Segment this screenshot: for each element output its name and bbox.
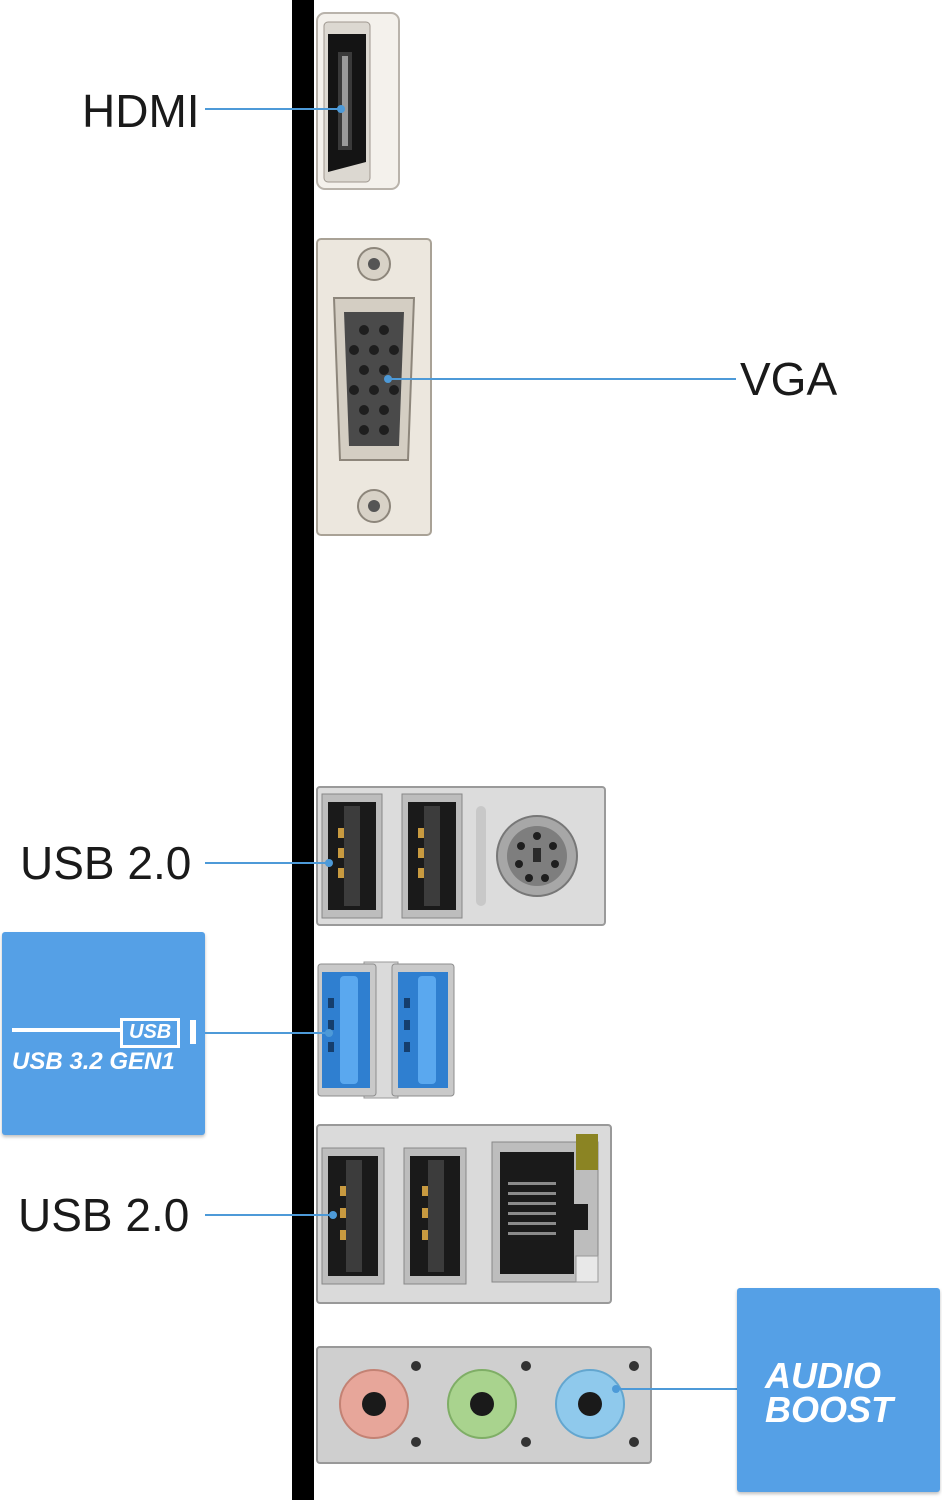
usb32-badge-text: USB 3.2 GEN1 (12, 1048, 175, 1075)
usb32-badge-tag: USB (120, 1018, 181, 1048)
audio-jack-block (316, 1346, 652, 1464)
usb32-leader-dot (325, 1029, 333, 1037)
hdmi-label: HDMI (82, 85, 200, 137)
vga-leader-line (388, 378, 736, 380)
hdmi-port (316, 12, 400, 190)
usb2-ps2-port-block (316, 786, 606, 926)
audio-boost-line2: BOOST (765, 1389, 894, 1430)
audio-leader-line (616, 1388, 738, 1390)
audio-boost-line1: AUDIO (765, 1355, 881, 1396)
usb32-leader-line (205, 1032, 329, 1034)
usb2-top-label: USB 2.0 (20, 837, 192, 889)
usb2-top-leader-dot (325, 859, 333, 867)
usb2-lan-port-block (316, 1124, 612, 1304)
usb32-badge-stripe (12, 1028, 122, 1032)
hdmi-leader-line (205, 108, 341, 110)
vga-label: VGA (740, 353, 838, 405)
vga-port (316, 238, 432, 536)
usb32-badge: USB USB 3.2 GEN1 (2, 932, 205, 1135)
usb2-bottom-leader-line (205, 1214, 333, 1216)
audio-boost-badge: AUDIO BOOST (737, 1288, 940, 1492)
usb2-top-leader-line (205, 862, 329, 864)
usb2-bottom-leader-dot (329, 1211, 337, 1219)
io-panel-edge (292, 0, 314, 1500)
usb32-port-block (317, 961, 455, 1099)
usb2-bottom-label: USB 2.0 (18, 1189, 190, 1241)
hdmi-leader-dot (337, 105, 345, 113)
usb32-badge-tab (190, 1020, 196, 1044)
